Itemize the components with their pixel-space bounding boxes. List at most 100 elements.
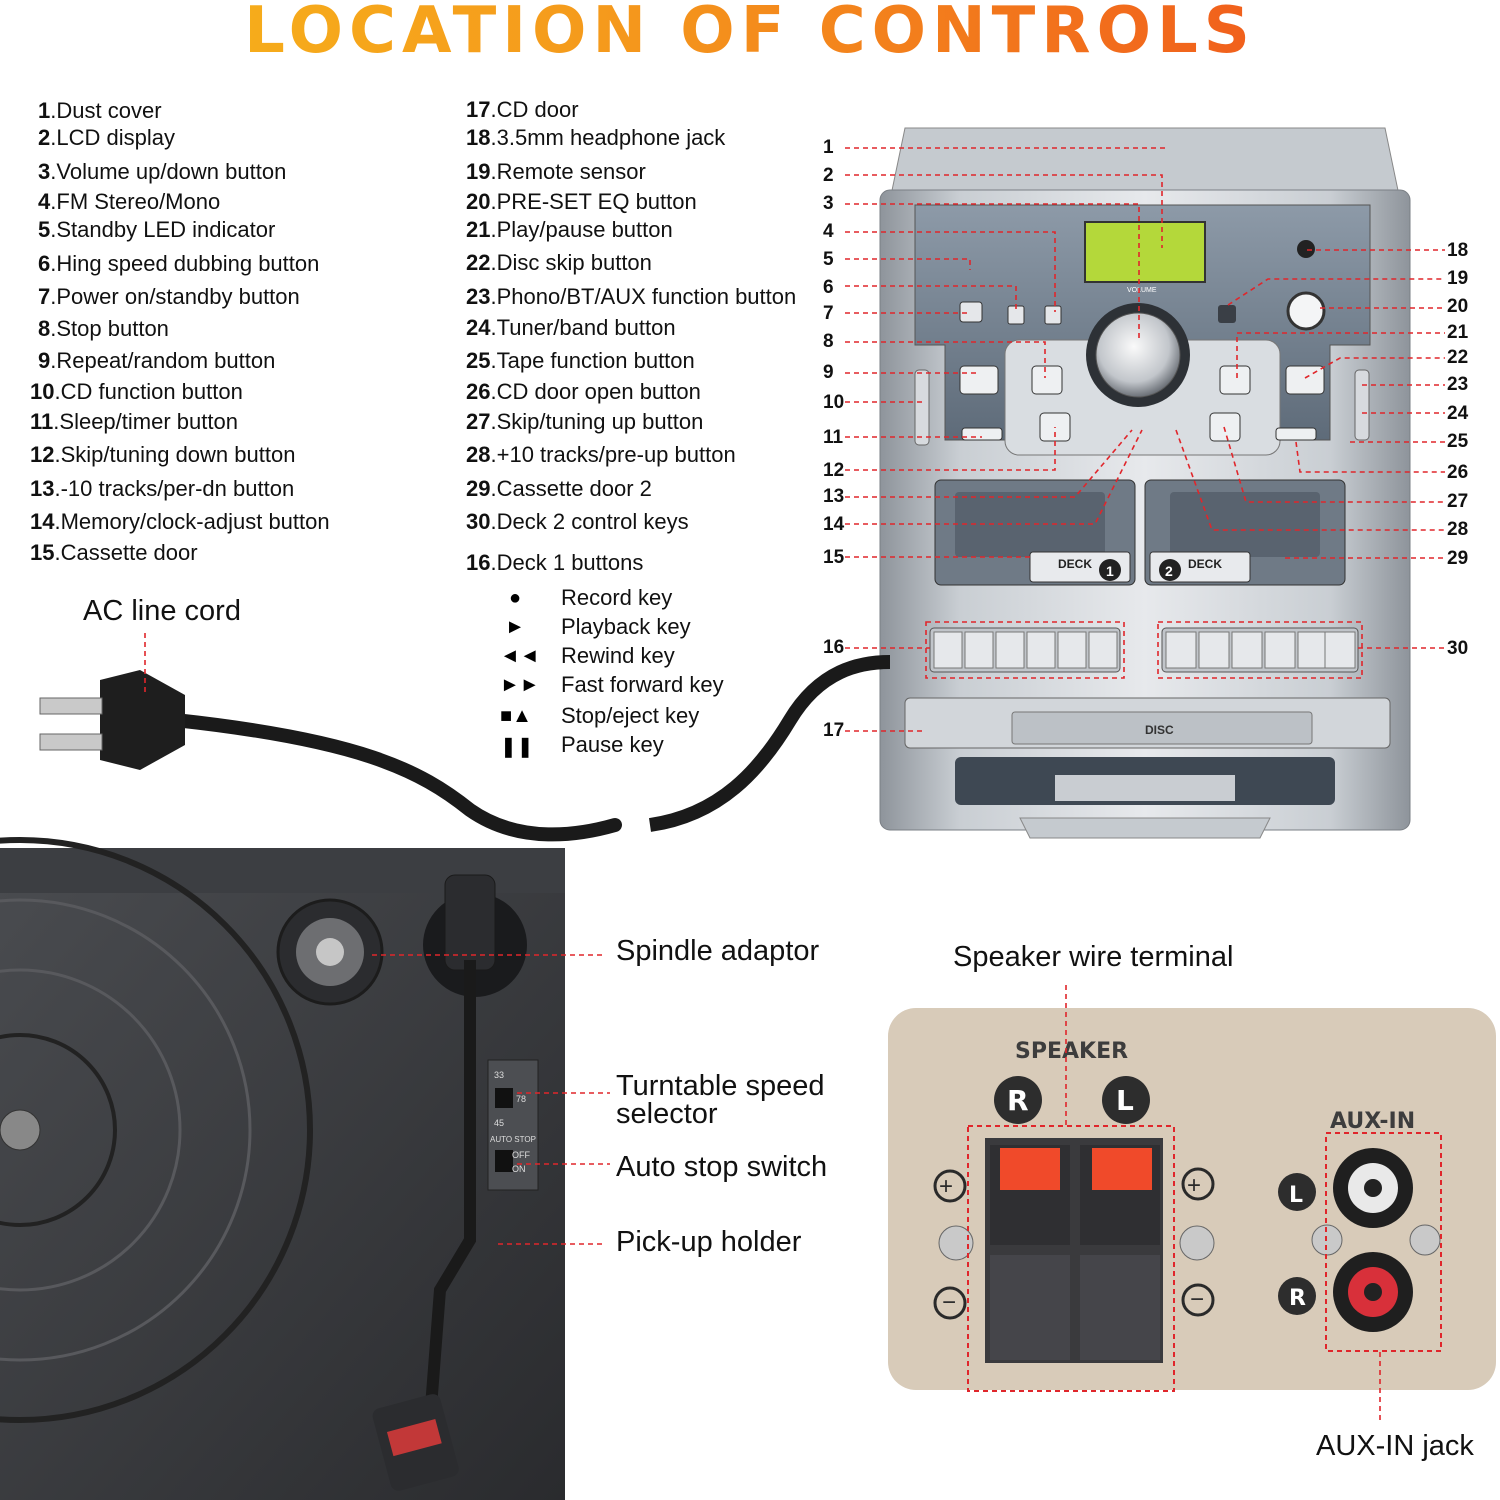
legend-item: 20.PRE-SET EQ button	[466, 189, 697, 214]
device-number: 5	[823, 249, 834, 270]
device-number: 26	[1447, 462, 1469, 483]
svg-text:1: 1	[1106, 563, 1114, 579]
aux-in-jack-label: AUX-IN jack	[1316, 1430, 1474, 1462]
legend-item: 13.-10 tracks/per-dn button	[30, 476, 295, 501]
turntable-panel: 33 78 45 AUTO STOP OFF ON	[0, 837, 565, 1500]
svg-text:+: +	[1187, 1172, 1201, 1199]
device-number: 18	[1447, 240, 1469, 261]
legend-item: 4.FM Stereo/Mono	[38, 189, 221, 214]
legend-item: 17.CD door	[466, 97, 579, 122]
legend-item: 29.Cassette door 2	[466, 476, 652, 501]
page-title: LOCATION OF CONTROLS	[0, 0, 1500, 68]
legend-item: 24.Tuner/band button	[466, 315, 676, 340]
legend-item: 18.3.5mm headphone jack	[466, 125, 726, 150]
device-number: 15	[823, 547, 845, 568]
device-number: 25	[1447, 431, 1469, 452]
panel-text: 78	[516, 1094, 526, 1104]
device-number: 12	[823, 460, 845, 481]
device-number: 13	[823, 486, 845, 507]
legend-item: 12.Skip/tuning down button	[30, 442, 296, 467]
device-number: 14	[823, 514, 845, 535]
legend-item: 9.Repeat/random button	[38, 348, 276, 373]
stereo-unit: VOLUME 1 2 DECK DECK	[879, 127, 1411, 839]
device-number: 17	[823, 720, 845, 741]
svg-text:−: −	[1190, 1286, 1204, 1313]
lcd-display	[1084, 221, 1206, 283]
deck-key-label: Fast forward key	[561, 672, 724, 697]
device-number: 28	[1447, 519, 1469, 540]
legend-item: 25.Tape function button	[466, 348, 695, 373]
device-number: 9	[823, 362, 834, 383]
ac-line-cord	[39, 655, 891, 842]
deck-key-symbol-icon: ■▲	[500, 705, 532, 727]
panel-text: AUX-IN	[1330, 1109, 1415, 1134]
legend-item: 23.Phono/BT/AUX function button	[466, 284, 797, 309]
panel-text: DECK	[1188, 557, 1222, 571]
speaker-terminal-label: Speaker wire terminal	[953, 941, 1234, 973]
deck-key-label: Stop/eject key	[561, 703, 700, 728]
legend-item: 11.Sleep/timer button	[30, 409, 238, 434]
panel-text: SPEAKER	[1015, 1039, 1128, 1064]
auto-stop-label: Auto stop switch	[616, 1151, 828, 1183]
device-number: 22	[1447, 347, 1469, 368]
device-number: 3	[823, 193, 834, 214]
legend-item: 14.Memory/clock-adjust button	[30, 509, 330, 534]
panel-text: DISC	[1145, 723, 1174, 737]
legend-item: 6.Hing speed dubbing button	[38, 251, 320, 276]
legend-item: 19.Remote sensor	[466, 159, 646, 184]
volume-knob	[1095, 312, 1181, 398]
panel-text: ON	[512, 1164, 526, 1174]
device-number: 6	[823, 277, 834, 298]
speed-selector-label: Turntable speed selector	[616, 1070, 825, 1130]
device-number: 2	[823, 165, 834, 186]
legend-item: 5.Standby LED indicator	[38, 217, 276, 242]
legend-item: 3.Volume up/down button	[38, 159, 287, 184]
svg-text:−: −	[942, 1289, 956, 1316]
legend-item: 8.Stop button	[38, 316, 169, 341]
panel-text: VOLUME	[1127, 287, 1157, 294]
panel-text: R	[1289, 1286, 1306, 1311]
legend-item: 16.Deck 1 buttons	[466, 550, 644, 575]
legend-item: 2.LCD display	[38, 125, 175, 150]
device-number: 16	[823, 637, 845, 658]
panel-text: L	[1116, 1084, 1134, 1117]
device-number: 19	[1447, 268, 1469, 289]
panel-text: R	[1007, 1084, 1029, 1117]
legend-item: 7.Power on/standby button	[38, 284, 300, 309]
spindle-adaptor-label: Spindle adaptor	[616, 935, 820, 967]
legend-item: 21.Play/pause button	[466, 217, 673, 242]
device-number: 30	[1447, 638, 1469, 659]
legend-item: 1.Dust cover	[38, 98, 162, 123]
deck-key-label: Rewind key	[561, 643, 675, 668]
legend-item: 30.Deck 2 control keys	[466, 509, 689, 534]
device-number: 23	[1447, 374, 1469, 395]
deck-key-symbol-icon: ►►	[500, 674, 540, 696]
device-number: 27	[1447, 491, 1469, 512]
panel-text: DECK	[1058, 557, 1092, 571]
device-number: 1	[823, 137, 834, 158]
legend-item: 22.Disc skip button	[466, 250, 652, 275]
leader-lines	[144, 147, 1445, 1420]
ac-cord-label: AC line cord	[83, 595, 241, 627]
device-number: 8	[823, 331, 834, 352]
svg-text:2: 2	[1165, 563, 1173, 579]
legend-item: 15.Cassette door	[30, 540, 198, 565]
panel-text: 45	[494, 1118, 504, 1128]
device-number: 24	[1447, 403, 1469, 424]
device-number: 21	[1447, 322, 1469, 343]
svg-text:+: +	[939, 1173, 953, 1200]
device-number: 11	[823, 427, 844, 448]
device-number: 29	[1447, 548, 1469, 569]
device-number: 4	[823, 221, 834, 242]
legend-item: 27.Skip/tuning up button	[466, 409, 704, 434]
deck-key-label: Playback key	[561, 614, 691, 639]
deck-key-symbol-icon: ►	[505, 616, 525, 638]
panel-text: AUTO STOP	[490, 1135, 536, 1144]
device-number: 10	[823, 392, 845, 413]
deck-key-label: Record key	[561, 585, 673, 610]
deck-key-symbol-icon: ◄◄	[500, 645, 540, 667]
legend-item: 26.CD door open button	[466, 379, 701, 404]
deck-key-label: Pause key	[561, 732, 664, 757]
panel-text: OFF	[512, 1150, 530, 1160]
